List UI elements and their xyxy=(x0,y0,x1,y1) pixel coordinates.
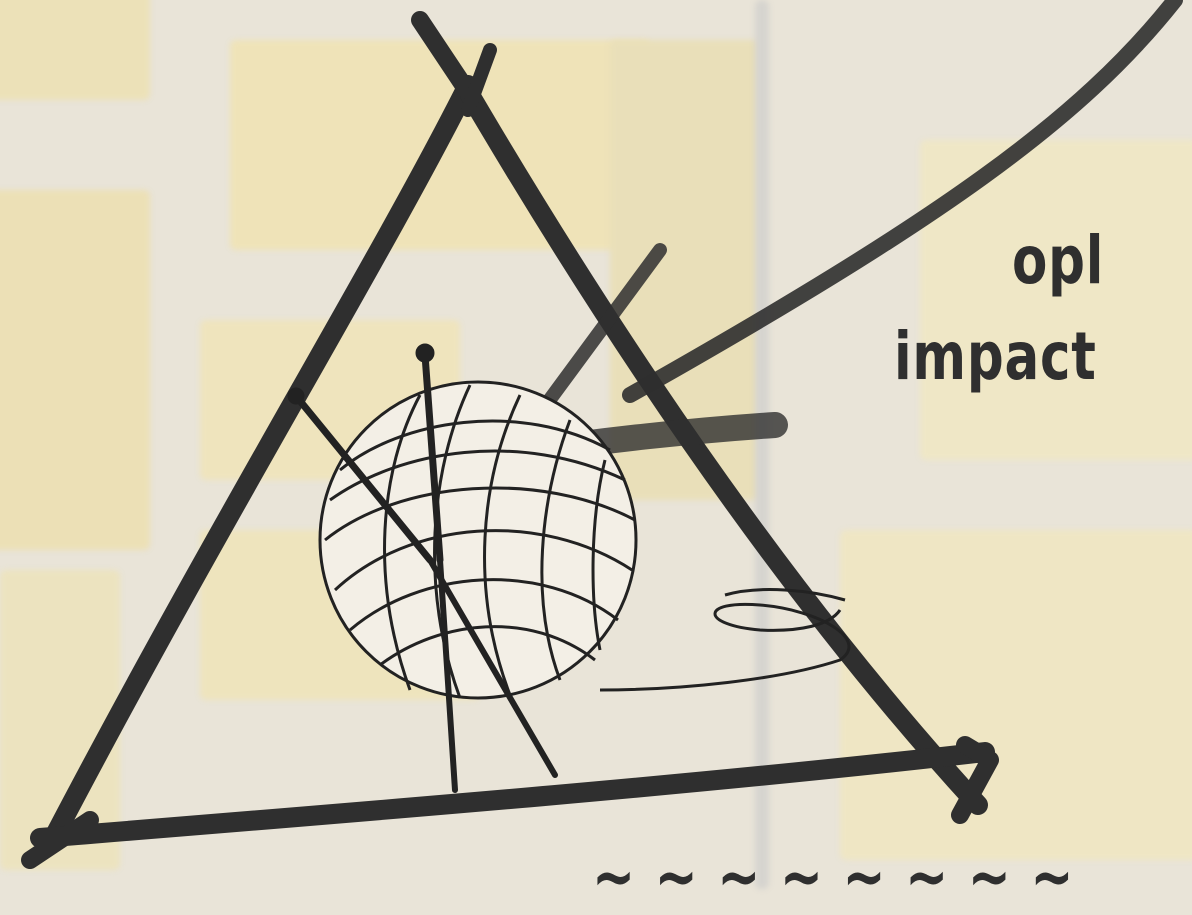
yarn-ball-with-knitting-needles-icon xyxy=(288,344,849,790)
annotation-text-opl: opl xyxy=(1012,222,1104,299)
triangle-base xyxy=(40,752,985,838)
hand-drawn-triangle-diagram xyxy=(0,0,1192,889)
annotation-text-impact: impact xyxy=(894,318,1097,395)
annotation-text-cropped: ~ ~ ~ ~ ~ ~ ~ ~ xyxy=(592,838,1074,915)
